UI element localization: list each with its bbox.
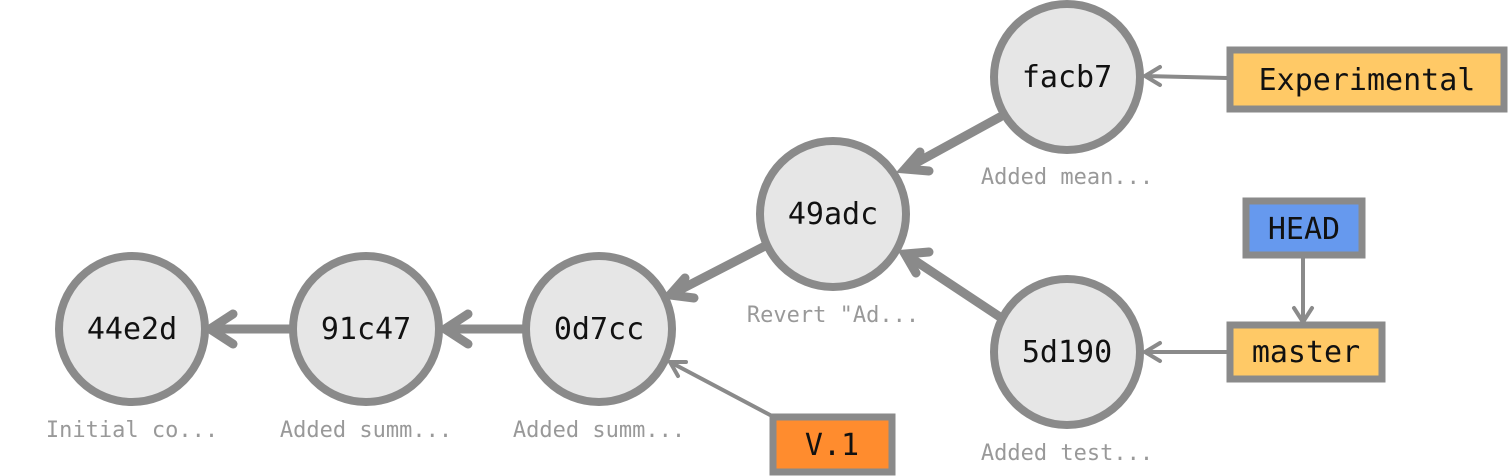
- commit-id: 49adc: [788, 197, 878, 232]
- edge-master-to-5d190: [1141, 341, 1229, 363]
- commit-node-0d7cc[interactable]: 0d7cc Added summ...: [513, 252, 685, 443]
- edge-0d7cc-to-91c47: [436, 309, 530, 349]
- branch-label-experimental[interactable]: Experimental: [1226, 46, 1508, 113]
- commit-circle: [55, 252, 209, 406]
- commit-circle: [990, 0, 1144, 154]
- commit-node-49adc[interactable]: 49adc Revert "Ad...: [747, 137, 919, 328]
- branch-name: master: [1252, 335, 1360, 370]
- head-label[interactable]: HEAD: [1242, 197, 1366, 259]
- commit-node-44e2d[interactable]: 44e2d Initial co...: [46, 252, 218, 443]
- commit-node-5d190[interactable]: 5d190 Added test...: [981, 275, 1153, 466]
- tag-label-box: [769, 413, 896, 476]
- edge-facb7-to-49adc: [895, 112, 1005, 176]
- edge-49adc-to-0d7cc: [660, 241, 770, 303]
- commit-message: Added summ...: [280, 418, 452, 443]
- ref-labels: Experimental master V.1 HEAD: [769, 46, 1508, 476]
- commit-id: 5d190: [1022, 335, 1112, 370]
- commit-message: Initial co...: [46, 418, 218, 443]
- commit-id: 0d7cc: [554, 312, 644, 347]
- commit-circle: [289, 252, 443, 406]
- parent-links: [201, 112, 1005, 349]
- commit-circle: [756, 137, 910, 291]
- commit-nodes: 44e2d Initial co... 91c47 Added summ... …: [46, 0, 1153, 466]
- commit-id: facb7: [1022, 60, 1112, 95]
- head-name: HEAD: [1268, 212, 1340, 247]
- branch-label-master[interactable]: master: [1226, 321, 1386, 383]
- commit-message: Added mean...: [981, 165, 1153, 190]
- head-label-box: [1242, 197, 1366, 259]
- edge-v1-to-0d7cc: [666, 360, 774, 418]
- branch-label-box: [1226, 46, 1508, 113]
- tag-name: V.1: [805, 428, 859, 463]
- edge-5d190-to-49adc: [897, 247, 1005, 322]
- commit-circle: [522, 252, 676, 406]
- tag-label-v1[interactable]: V.1: [769, 413, 896, 476]
- commit-message: Revert "Ad...: [747, 303, 919, 328]
- commit-message: Added test...: [981, 441, 1153, 466]
- branch-label-box: [1226, 321, 1386, 383]
- edge-head-to-master: [1292, 254, 1314, 326]
- commit-node-91c47[interactable]: 91c47 Added summ...: [280, 252, 452, 443]
- commit-circle: [990, 275, 1144, 429]
- commit-message: Added summ...: [513, 418, 685, 443]
- branch-name: Experimental: [1259, 63, 1476, 98]
- commit-id: 44e2d: [87, 312, 177, 347]
- edge-experimental-to-facb7: [1141, 65, 1229, 87]
- commit-id: 91c47: [321, 312, 411, 347]
- edge-91c47-to-44e2d: [201, 309, 295, 349]
- commit-node-facb7[interactable]: facb7 Added mean...: [981, 0, 1153, 190]
